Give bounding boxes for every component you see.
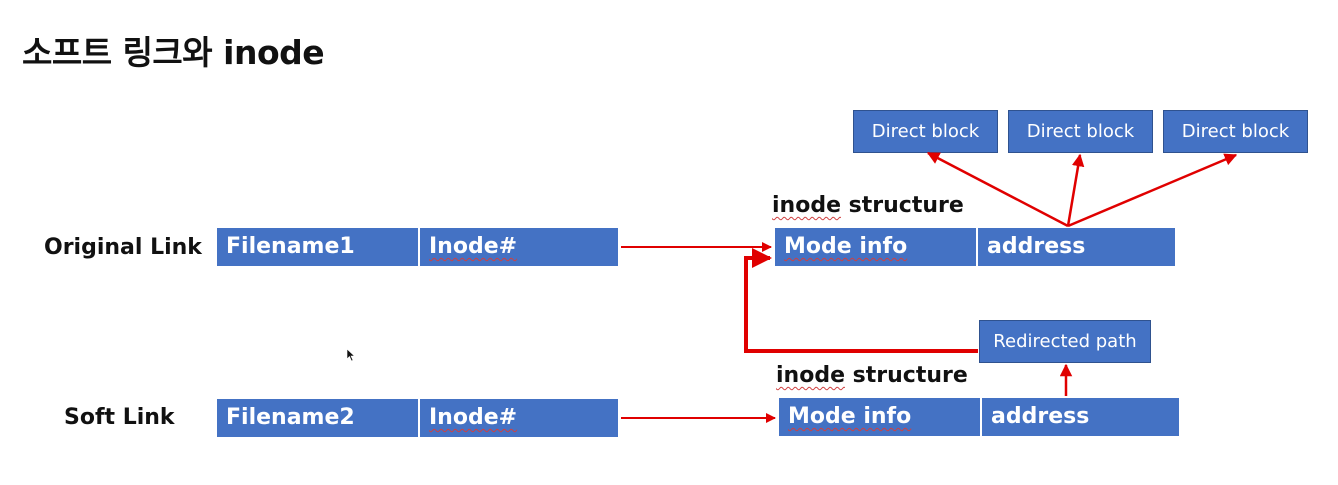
soft-inode-structure: Mode info address <box>779 398 1179 436</box>
original-inode-structure: Mode info address <box>775 228 1175 266</box>
soft-dir-entry: Filename2 Inode# <box>217 399 618 437</box>
soft-inode-word: inode <box>776 363 845 388</box>
direct-block-3: Direct block <box>1163 110 1308 153</box>
redirected-path-box: Redirected path <box>979 320 1151 363</box>
original-inode-number-cell: Inode# <box>418 228 618 266</box>
soft-inode-structure-label: inode structure <box>776 363 968 388</box>
original-inode-structure-label: inode structure <box>772 193 964 218</box>
direct-block-arrow-1 <box>926 151 1069 228</box>
original-inode-word: inode <box>772 193 841 218</box>
soft-inode-number-cell: Inode# <box>418 399 618 437</box>
original-filename-cell: Filename1 <box>226 234 355 259</box>
original-mode-info-cell: Mode info <box>784 234 908 259</box>
soft-mode-info-cell: Mode info <box>788 404 912 429</box>
original-dir-entry: Filename1 Inode# <box>217 228 618 266</box>
direct-block-1: Direct block <box>853 110 998 153</box>
redirect-back-arrow <box>744 248 978 353</box>
page-title: 소프트 링크와 inode <box>22 33 325 72</box>
direct-block-arrow-3 <box>1067 153 1238 228</box>
direct-block-2: Direct block <box>1008 110 1153 153</box>
original-link-label: Original Link <box>44 235 202 260</box>
mouse-cursor-icon <box>346 348 356 362</box>
direct-block-arrow-2 <box>1066 153 1085 227</box>
soft-link-label: Soft Link <box>64 405 175 430</box>
original-address-cell: address <box>976 228 1175 266</box>
soft-address-cell: address <box>980 398 1179 436</box>
soft-filename-cell: Filename2 <box>226 405 355 430</box>
